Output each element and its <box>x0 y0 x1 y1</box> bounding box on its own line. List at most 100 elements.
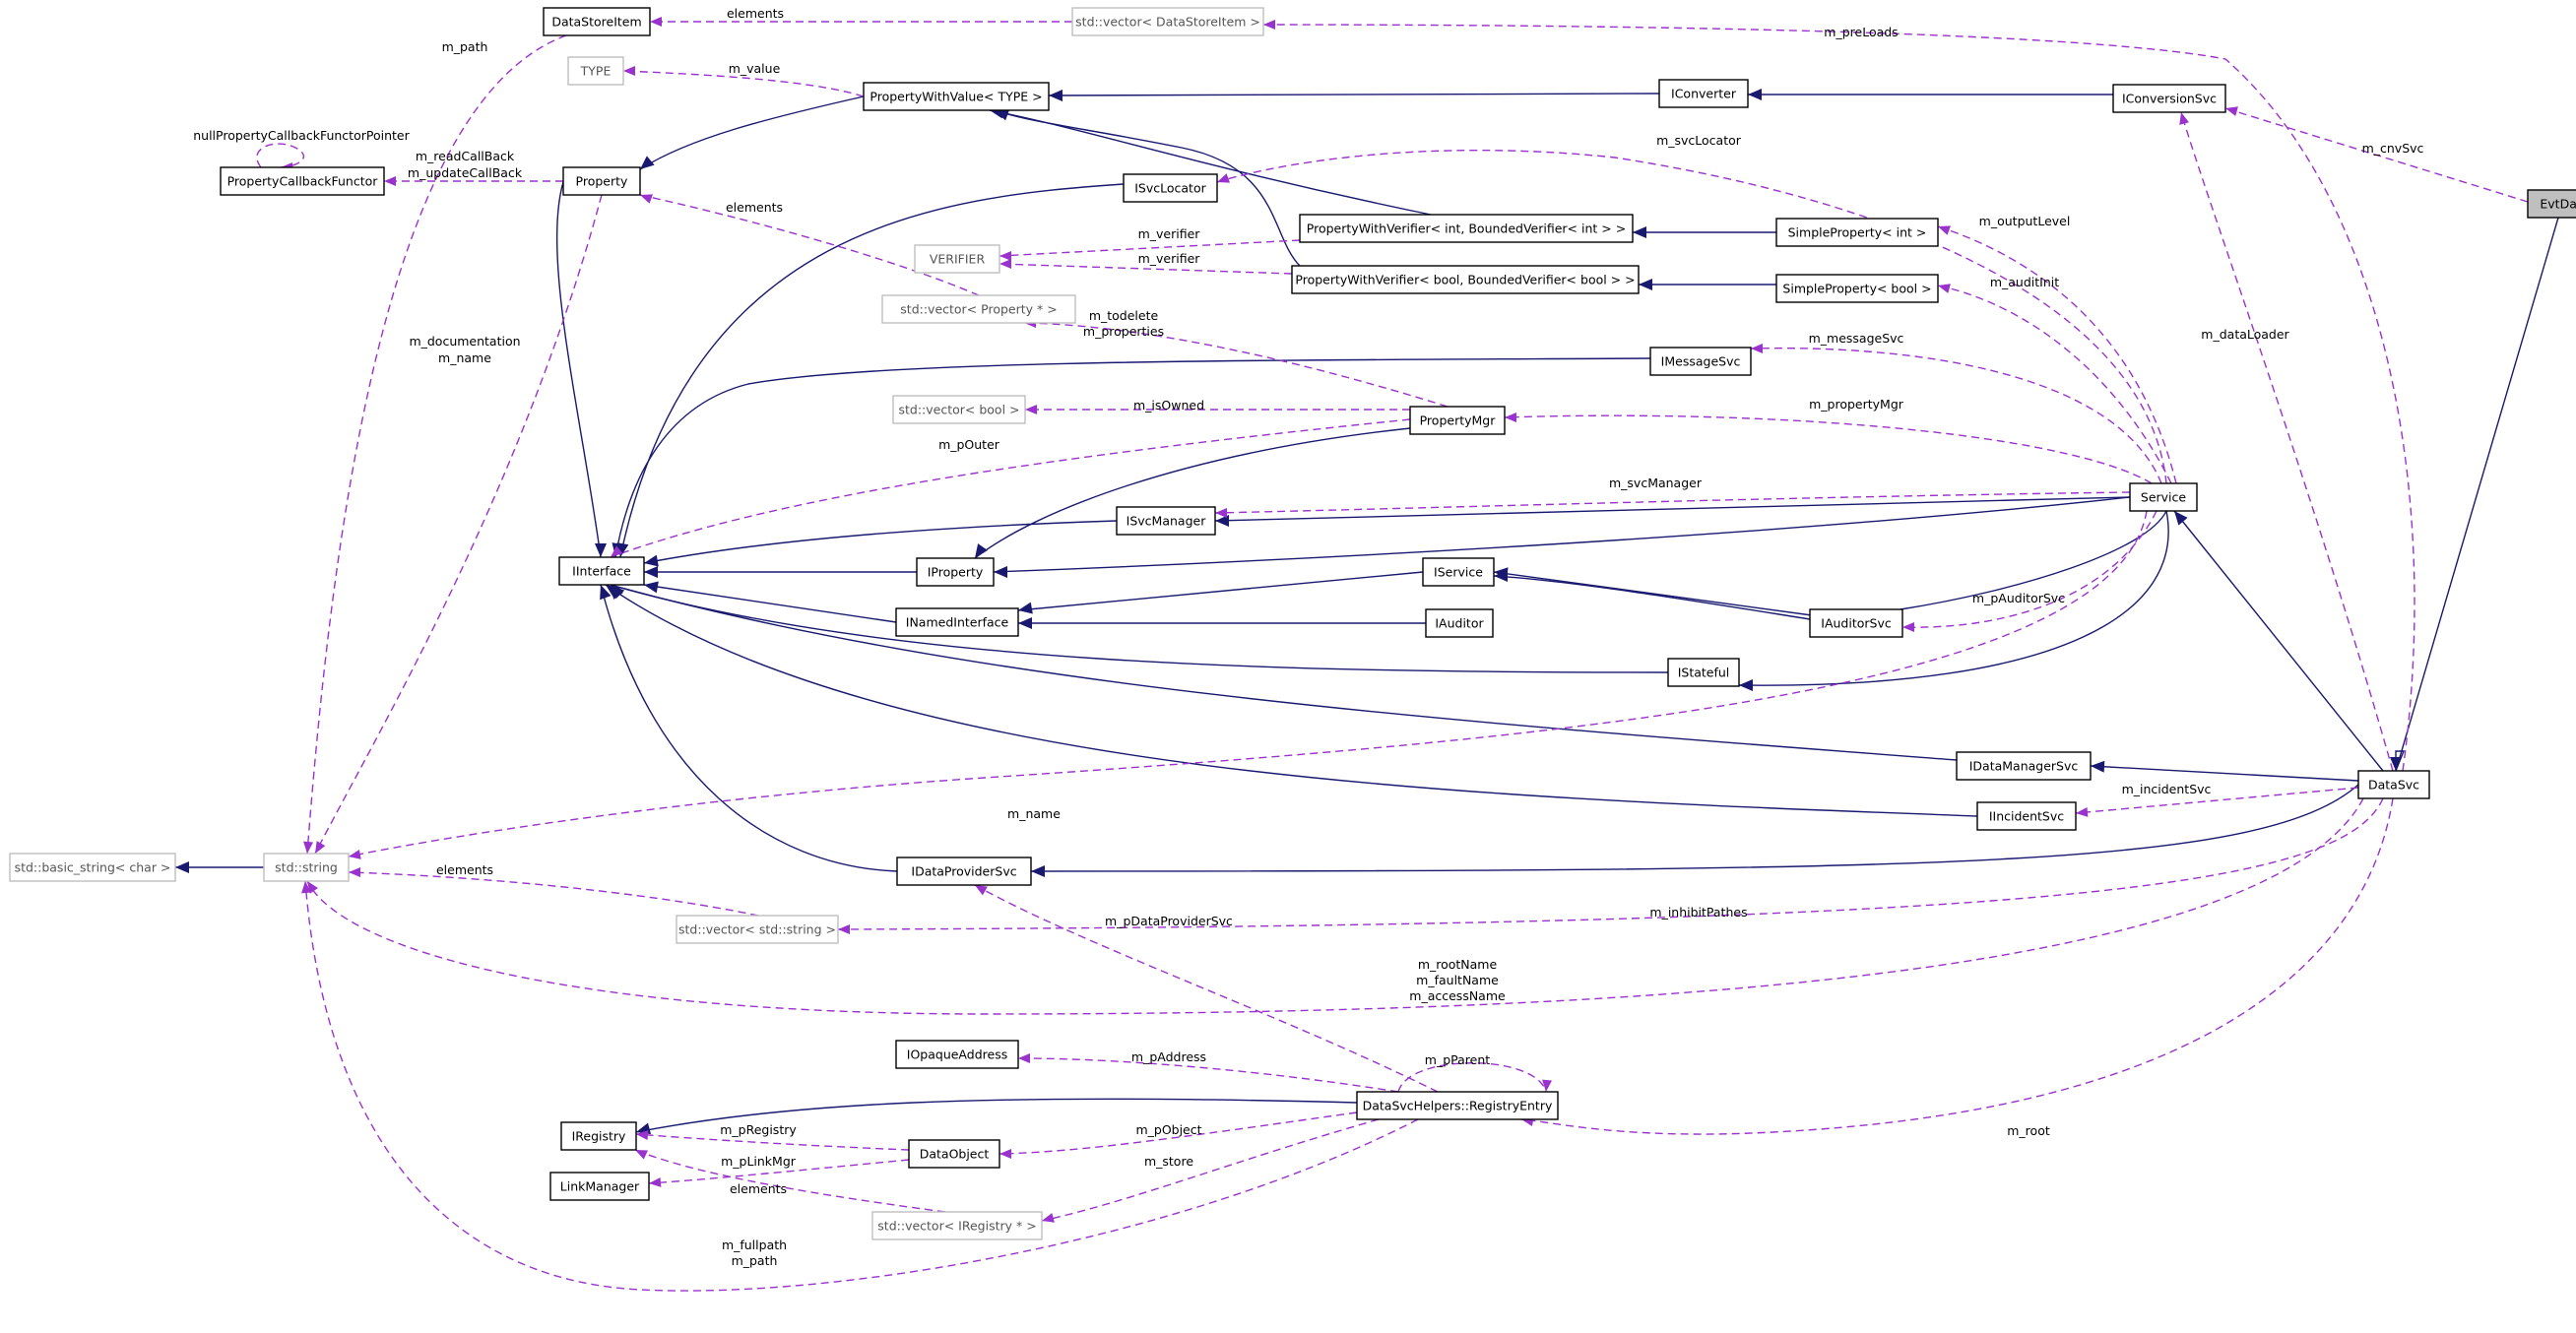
edge-label-m-is-owned: m_isOwned <box>1133 398 1204 413</box>
node-simple-property-bool[interactable]: SimpleProperty< bool > <box>1775 274 1939 303</box>
node-i-opaque-address[interactable]: IOpaqueAddress <box>895 1040 1019 1069</box>
inheritance-edge-imessagesvc-to-iinterface <box>614 357 1651 558</box>
usage-edge-service-svcmanager <box>1214 491 2131 514</box>
edge-label-m-name-left: m_name <box>438 350 491 365</box>
node-i-stateful[interactable]: IStateful <box>1667 658 1740 687</box>
node-i-data-provider-svc[interactable]: IDataProviderSvc <box>896 857 1032 886</box>
usage-edge-registryentry-store <box>1041 1118 1380 1222</box>
usage-arrowhead <box>315 841 326 854</box>
edge-label-m-message-svc: m_messageSvc <box>1809 331 1904 346</box>
inheritance-edge-isvclocator-to-iinterface <box>619 183 1125 558</box>
usage-arrowhead <box>636 1130 649 1141</box>
node-type[interactable]: TYPE <box>567 56 624 86</box>
node-i-conversion-svc[interactable]: IConversionSvc <box>2112 84 2226 113</box>
inheritance-arrowhead <box>995 109 1010 121</box>
edge-label-m-documentation: m_documentation <box>409 334 520 349</box>
node-box-i-svc-locator <box>1123 173 1218 203</box>
node-box-i-named-interface <box>895 607 1019 637</box>
node-label-verifier: VERIFIER <box>930 252 986 267</box>
edge-label-m-inhibit-pathes: m_inhibitPathes <box>1649 905 1747 920</box>
usage-arrowhead <box>1751 344 1763 353</box>
node-box-vec-iregistry <box>871 1211 1043 1240</box>
node-label-property: Property <box>576 174 628 189</box>
node-box-i-message-svc <box>1649 347 1752 376</box>
node-vec-iregistry[interactable]: std::vector< IRegistry * > <box>871 1211 1043 1240</box>
node-evt-data-svc[interactable]: EvtDataSvc <box>2527 189 2576 219</box>
node-i-auditor-svc[interactable]: IAuditorSvc <box>1809 608 1903 638</box>
node-vec-data-store-item[interactable]: std::vector< DataStoreItem > <box>1071 7 1264 36</box>
node-i-message-svc[interactable]: IMessageSvc <box>1649 347 1752 376</box>
inheritance-edge-isvcmanager-to-iinterface <box>643 520 1118 564</box>
node-i-svc-locator[interactable]: ISvcLocator <box>1123 173 1218 203</box>
node-registry-entry[interactable]: DataSvcHelpers::RegistryEntry <box>1356 1091 1559 1120</box>
node-pwv-int[interactable]: PropertyWithVerifier< int, BoundedVerifi… <box>1299 214 1634 243</box>
usage-arrowhead <box>349 849 361 859</box>
node-property-with-value[interactable]: PropertyWithValue< TYPE > <box>863 82 1050 111</box>
node-property[interactable]: Property <box>562 166 641 196</box>
edge-label-m-properties: m_properties <box>1083 324 1164 339</box>
usage-edge-datasvc-inhibitpathes <box>837 797 2384 930</box>
usage-arrowhead <box>635 1150 648 1160</box>
node-box-link-manager <box>549 1172 650 1201</box>
node-data-object[interactable]: DataObject <box>908 1139 1000 1169</box>
node-box-property-with-value <box>863 82 1050 111</box>
node-i-converter[interactable]: IConverter <box>1658 79 1749 108</box>
node-service[interactable]: Service <box>2129 482 2198 512</box>
inheritance-arrowhead <box>2390 757 2402 771</box>
usage-edge-evtdatasvc-cnvsvc <box>2224 107 2529 203</box>
inheritance-arrowhead <box>1739 679 1753 691</box>
node-basic-string[interactable]: std::basic_string< char > <box>9 853 176 882</box>
inheritance-edge-pwvbool-to-propertywithvalue <box>994 109 1301 267</box>
node-verifier[interactable]: VERIFIER <box>914 244 1000 274</box>
node-i-auditor[interactable]: IAuditor <box>1425 608 1494 638</box>
node-i-registry[interactable]: IRegistry <box>560 1121 637 1151</box>
usage-edge-datastoreitem-path <box>306 34 567 855</box>
node-std-string[interactable]: std::string <box>263 853 350 882</box>
inheritance-edge-iservice-to-inamedinterface <box>1017 571 1424 611</box>
edge-label-m-root-name: m_rootName <box>1418 957 1498 972</box>
edge-label-elements-top: elements <box>727 6 784 21</box>
node-i-data-manager-svc[interactable]: IDataManagerSvc <box>1956 751 2092 781</box>
inheritance-arrowhead <box>2091 760 2105 773</box>
usage-arrowhead <box>384 176 396 186</box>
usage-edge-datasvc-names <box>306 797 2364 1015</box>
node-data-svc[interactable]: DataSvc <box>2357 770 2430 799</box>
node-i-named-interface[interactable]: INamedInterface <box>895 607 1019 637</box>
node-property-callback-functor[interactable]: PropertyCallbackFunctor <box>220 166 385 196</box>
inheritance-arrowhead <box>600 585 612 601</box>
node-label-data-object: DataObject <box>920 1147 990 1162</box>
node-label-evt-data-svc: EvtDataSvc <box>2540 197 2576 212</box>
usage-edge-service-pauditorsvc <box>1901 510 2157 628</box>
node-box-basic-string <box>9 853 176 882</box>
node-i-property[interactable]: IProperty <box>916 557 995 587</box>
node-i-service[interactable]: IService <box>1422 557 1495 587</box>
node-box-vec-string <box>676 915 839 944</box>
node-simple-property-int[interactable]: SimpleProperty< int > <box>1775 218 1939 247</box>
usage-edge-dataobject-pregistry <box>635 1133 910 1151</box>
node-label-i-named-interface: INamedInterface <box>906 615 1009 630</box>
node-label-property-with-value: PropertyWithValue< TYPE > <box>869 90 1042 104</box>
node-link-manager[interactable]: LinkManager <box>549 1172 650 1201</box>
node-vec-bool[interactable]: std::vector< bool > <box>892 395 1026 424</box>
edge-label-m-path-top: m_path <box>442 39 488 54</box>
node-box-simple-property-bool <box>1775 274 1939 303</box>
node-pwv-bool[interactable]: PropertyWithVerifier< bool, BoundedVerif… <box>1291 265 1640 294</box>
node-i-interface[interactable]: IInterface <box>558 556 645 586</box>
node-i-incident-svc[interactable]: IIncidentSvc <box>1976 801 2077 831</box>
inheritance-edge-service-to-iproperty <box>993 496 2131 573</box>
edge-label-m-svc-manager: m_svcManager <box>1609 476 1703 490</box>
node-label-vec-data-store-item: std::vector< DataStoreItem > <box>1075 15 1260 30</box>
node-vec-string[interactable]: std::vector< std::string > <box>676 915 839 944</box>
inheritance-edge-iconverter-to-propertywithvalue <box>1048 93 1660 96</box>
node-label-i-property: IProperty <box>928 565 984 580</box>
node-i-svc-manager[interactable]: ISvcManager <box>1116 506 1216 536</box>
node-data-store-item[interactable]: DataStoreItem <box>543 7 651 36</box>
inheritance-arrowhead <box>175 861 189 873</box>
inheritance-arrowhead <box>640 156 655 169</box>
usage-arrowhead <box>650 17 662 27</box>
inheritance-arrowhead <box>1018 617 1032 629</box>
inheritance-edge-iauditorsvc-to-iservice <box>1493 575 1811 620</box>
node-vec-property[interactable]: std::vector< Property * > <box>881 294 1076 324</box>
inheritance-edge-property-to-iinterface <box>555 181 602 558</box>
node-property-mgr[interactable]: PropertyMgr <box>1409 406 1506 435</box>
